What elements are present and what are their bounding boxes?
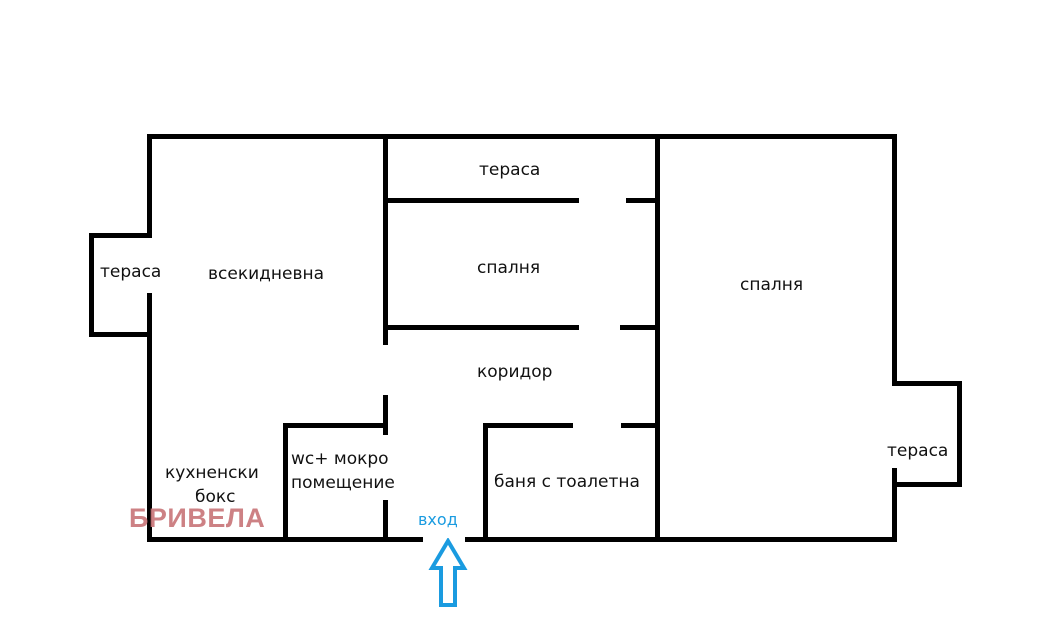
- wall-terrace-top-bottom-b: [626, 198, 658, 203]
- kitchen-line1: кухненски: [165, 463, 259, 483]
- wall-left-lower: [147, 293, 152, 542]
- wall-bath-top-b: [621, 423, 658, 428]
- arrow-up-outline-icon: [428, 538, 468, 607]
- room-label-bedroom-small: спалня: [477, 258, 541, 278]
- wall-wc-right-lower: [383, 500, 388, 542]
- room-label-living-room: всекидневна: [208, 264, 325, 284]
- terrace-left-bottom: [89, 332, 152, 337]
- wall-wc-left: [283, 423, 288, 542]
- wall-terrace-top-bottom-a: [383, 198, 579, 203]
- room-label-wc: wc+ мокро помещение: [291, 447, 395, 495]
- terrace-left-side: [89, 233, 94, 337]
- wall-living-right-lower: [383, 395, 388, 435]
- room-label-terrace-left: тераса: [100, 262, 162, 282]
- wall-bath-top-a: [483, 423, 573, 428]
- wall-left-upper: [147, 134, 152, 235]
- terrace-right-top: [892, 381, 962, 386]
- room-label-kitchen: кухненски бокс: [165, 461, 259, 509]
- wall-right-upper: [892, 134, 897, 386]
- watermark: БРИВЕЛА: [129, 503, 266, 533]
- wall-bottom-right: [465, 537, 897, 542]
- terrace-left-top: [89, 233, 152, 238]
- wall-bedroom-small-bottom-b: [620, 325, 658, 330]
- wall-right-lower: [892, 468, 897, 542]
- room-label-bedroom-large: спалня: [740, 275, 804, 295]
- wall-bath-left: [483, 423, 488, 542]
- wall-bedroom-small-bottom-a: [383, 325, 579, 330]
- entrance-label: вход: [418, 510, 458, 529]
- wall-living-right-upper: [383, 134, 388, 345]
- room-label-corridor: коридор: [477, 362, 553, 382]
- room-label-bathroom: баня с тоалетна: [494, 472, 640, 492]
- wall-bedroom-large-left: [655, 134, 660, 542]
- terrace-right-bottom: [892, 482, 962, 487]
- wc-line1: wc+ мокро: [291, 449, 389, 469]
- wall-top: [147, 134, 897, 139]
- room-label-terrace-right: тераса: [887, 441, 949, 461]
- kitchen-line2: бокс: [195, 487, 236, 507]
- room-label-terrace-top: тераса: [479, 160, 541, 180]
- wall-wc-top: [283, 423, 388, 428]
- terrace-right-side: [957, 381, 962, 487]
- wc-line2: помещение: [291, 473, 395, 493]
